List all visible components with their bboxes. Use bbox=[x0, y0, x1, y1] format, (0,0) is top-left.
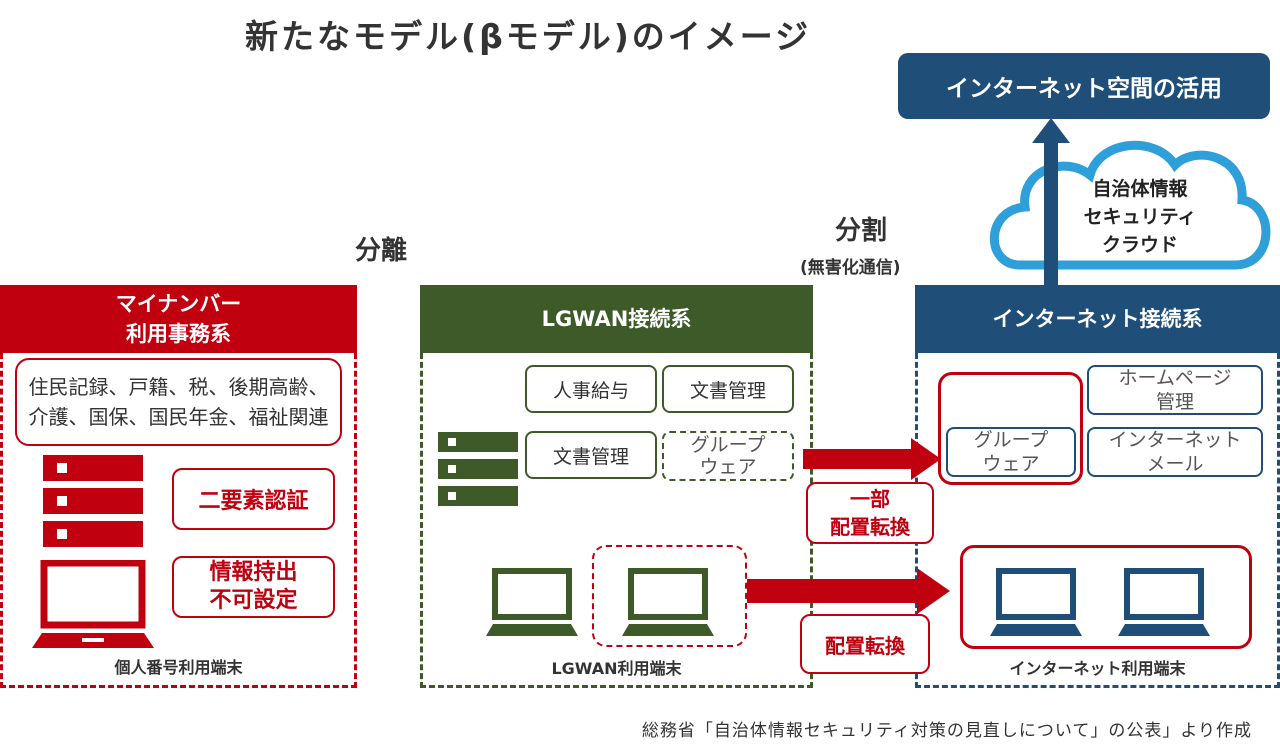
relocation-candidate-frame bbox=[592, 545, 747, 647]
relocated-groupware-frame bbox=[938, 372, 1083, 485]
internet-mail-box: インターネット メール bbox=[1087, 427, 1263, 477]
docs-box-2: 文書管理 bbox=[525, 431, 657, 479]
relocation-arrow-bottom bbox=[747, 568, 950, 614]
mynumber-terminal-label: 個人番号利用端末 bbox=[114, 658, 243, 677]
internet-space-box: インターネット空間の活用 bbox=[898, 53, 1270, 119]
laptop-icon bbox=[622, 568, 714, 636]
lgwan-terminal-label: LGWAN利用端末 bbox=[551, 659, 682, 678]
laptop-icon bbox=[990, 568, 1082, 636]
lgwan-header: LGWAN接続系 bbox=[420, 285, 813, 353]
mynumber-header: マイナンバー 利用事務系 bbox=[0, 285, 357, 353]
relocation-label: 配置転換 bbox=[800, 614, 930, 674]
mynumber-zone bbox=[0, 353, 357, 688]
relocated-terminals-frame bbox=[960, 545, 1252, 649]
two-factor-auth-box: 二要素認証 bbox=[172, 468, 335, 530]
separation-label: 分離 bbox=[355, 236, 408, 266]
security-cloud-icon bbox=[989, 118, 1271, 290]
diagram-title: 新たなモデル(βモデル)のイメージ bbox=[245, 17, 812, 56]
laptop-icon bbox=[1118, 568, 1210, 636]
docs-box-1: 文書管理 bbox=[662, 365, 794, 413]
internet-groupware-box: グループ ウェア bbox=[946, 427, 1076, 477]
laptop-icon bbox=[32, 560, 154, 648]
mynumber-tasks-box: 住民記録、戸籍、税、後期高齢、介護、国保、国民年金、福祉関連 bbox=[15, 358, 342, 446]
no-export-box: 情報持出 不可設定 bbox=[172, 556, 335, 618]
homepage-box: ホームページ 管理 bbox=[1087, 365, 1263, 415]
laptop-icon bbox=[486, 568, 578, 636]
payroll-box: 人事給与 bbox=[525, 365, 657, 413]
lgwan-groupware-box: グループ ウェア bbox=[662, 431, 794, 481]
source-note: 総務省「自治体情報セキュリティ対策の見直しについて」の公表」より作成 bbox=[641, 721, 1252, 741]
relocation-arrow-top bbox=[803, 438, 941, 480]
server-icon bbox=[438, 432, 518, 506]
internet-terminal-label: インターネット利用端末 bbox=[1009, 659, 1186, 678]
internet-header: インターネット接続系 bbox=[915, 285, 1280, 353]
server-icon bbox=[43, 455, 143, 547]
division-label: 分割 bbox=[835, 216, 888, 246]
partial-relocation-label: 一部 配置転換 bbox=[806, 482, 934, 544]
cloud-label: 自治体情報 セキュリティ クラウド bbox=[1083, 178, 1197, 256]
division-sublabel: (無害化通信) bbox=[800, 258, 901, 278]
